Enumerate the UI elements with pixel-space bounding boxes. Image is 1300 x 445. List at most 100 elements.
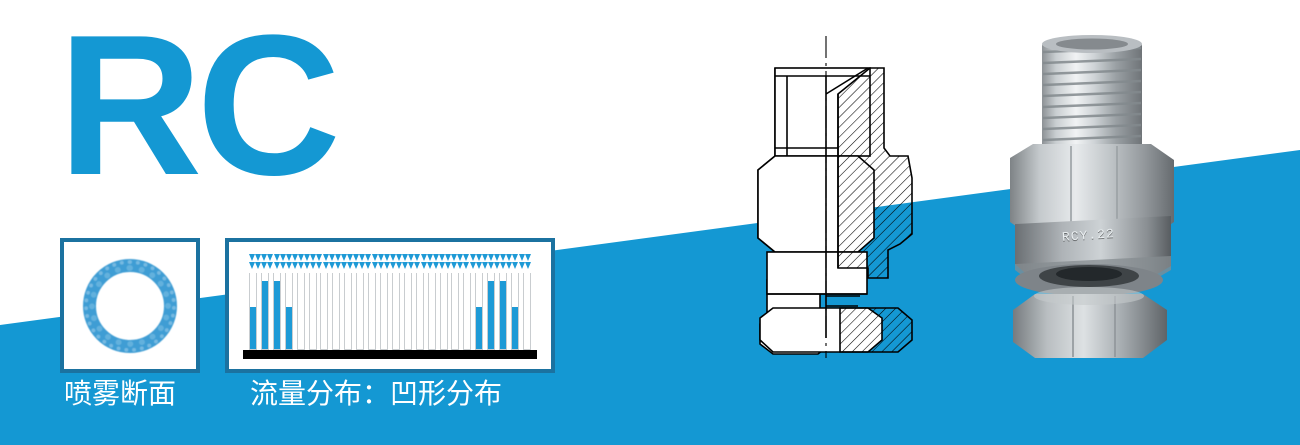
droplet-icon <box>469 262 476 269</box>
droplet-icon <box>340 262 347 269</box>
droplet-icon <box>457 262 464 269</box>
droplet-icon <box>494 262 500 269</box>
droplet-icon <box>353 254 360 261</box>
measuring-tube-fill <box>488 280 495 349</box>
measuring-tube <box>522 273 531 350</box>
droplet-icon <box>279 262 286 269</box>
droplet-icon <box>402 254 409 261</box>
droplet-icon <box>481 254 488 261</box>
measuring-tube-fill <box>511 307 518 349</box>
flow-panel-caption: 流量分布：凹形分布 <box>250 378 503 409</box>
droplet-icon <box>359 262 366 269</box>
droplet-icon <box>353 262 360 269</box>
droplet-icon <box>408 262 415 269</box>
droplet-icon <box>347 262 353 269</box>
droplet-icon <box>322 254 329 261</box>
droplet-icon <box>420 262 427 269</box>
droplet-icon <box>438 262 445 269</box>
droplet-icon <box>487 262 494 269</box>
droplet-icon <box>249 262 255 269</box>
measuring-tube-fill <box>500 280 507 349</box>
droplet-icon <box>389 254 396 261</box>
droplet-icon <box>506 254 513 261</box>
measuring-tube <box>391 273 400 350</box>
flow-distribution-chart <box>243 254 537 359</box>
droplet-icon <box>451 262 458 269</box>
droplet-icon <box>445 254 451 261</box>
droplet-icon <box>426 254 433 261</box>
droplet-icon <box>445 262 451 269</box>
measuring-tube <box>451 273 460 350</box>
droplet-icon <box>500 262 507 269</box>
droplet-icon <box>463 254 470 261</box>
droplet-icon <box>261 262 268 269</box>
flow-distribution-panel <box>225 238 555 373</box>
droplet-icon <box>518 254 525 261</box>
measuring-tube <box>403 273 412 350</box>
droplet-icon <box>500 254 507 261</box>
droplet-icon <box>469 254 476 261</box>
measuring-tube <box>475 273 484 350</box>
measuring-tube <box>332 273 341 350</box>
droplet-icon <box>365 262 372 269</box>
droplet-icon <box>279 254 286 261</box>
droplet-icon <box>377 254 384 261</box>
droplet-icon <box>451 254 458 261</box>
droplet-icon <box>396 254 402 261</box>
droplet-icon <box>377 262 384 269</box>
page-title: RC <box>58 0 341 217</box>
droplet-icon <box>432 254 439 261</box>
product-photo <box>1010 35 1174 358</box>
measuring-tube <box>284 273 293 350</box>
measuring-tube <box>439 273 448 350</box>
measuring-tube <box>272 273 281 350</box>
spray-cross-section-panel <box>60 238 200 373</box>
measuring-tube <box>320 273 329 350</box>
droplet-icon <box>426 262 433 269</box>
droplet-icon <box>291 262 298 269</box>
droplet-icon <box>475 262 482 269</box>
droplet-icon <box>316 262 323 269</box>
droplet-icon <box>524 254 531 261</box>
measuring-tube-bars <box>249 273 531 350</box>
droplet-icon <box>322 262 329 269</box>
droplet-icon <box>506 262 513 269</box>
chart-baseline <box>243 350 537 359</box>
droplet-icon <box>347 254 353 261</box>
droplet-icon <box>273 262 280 269</box>
droplet-icon <box>267 262 274 269</box>
droplet-icon <box>267 254 274 261</box>
droplet-icon <box>365 254 372 261</box>
droplet-icon <box>255 254 262 261</box>
droplet-icon <box>487 254 494 261</box>
bottom-hex-nut <box>1013 287 1167 358</box>
droplet-row-top <box>249 254 531 261</box>
droplet-icon <box>334 254 341 261</box>
measuring-tube <box>415 273 424 350</box>
droplet-icon <box>438 254 445 261</box>
outlet-seat <box>1015 264 1163 296</box>
droplet-icon <box>402 262 409 269</box>
measuring-tube <box>260 273 269 350</box>
droplet-icon <box>414 262 421 269</box>
droplet-icon <box>291 254 298 261</box>
measuring-tube <box>463 273 472 350</box>
droplet-icon <box>334 262 341 269</box>
droplet-icon <box>494 254 500 261</box>
droplet-icon <box>298 262 304 269</box>
measuring-tube-fill <box>250 307 256 349</box>
droplet-icon <box>389 262 396 269</box>
droplet-icon <box>261 254 268 261</box>
droplet-icon <box>408 254 415 261</box>
droplet-icon <box>304 262 311 269</box>
droplet-icon <box>304 254 311 261</box>
measuring-tube <box>510 273 519 350</box>
droplet-icon <box>249 254 255 261</box>
measuring-tube <box>487 273 496 350</box>
droplet-icon <box>518 262 525 269</box>
droplet-icon <box>383 262 390 269</box>
droplet-icon <box>359 254 366 261</box>
droplet-icon <box>285 262 292 269</box>
measuring-tube <box>308 273 317 350</box>
